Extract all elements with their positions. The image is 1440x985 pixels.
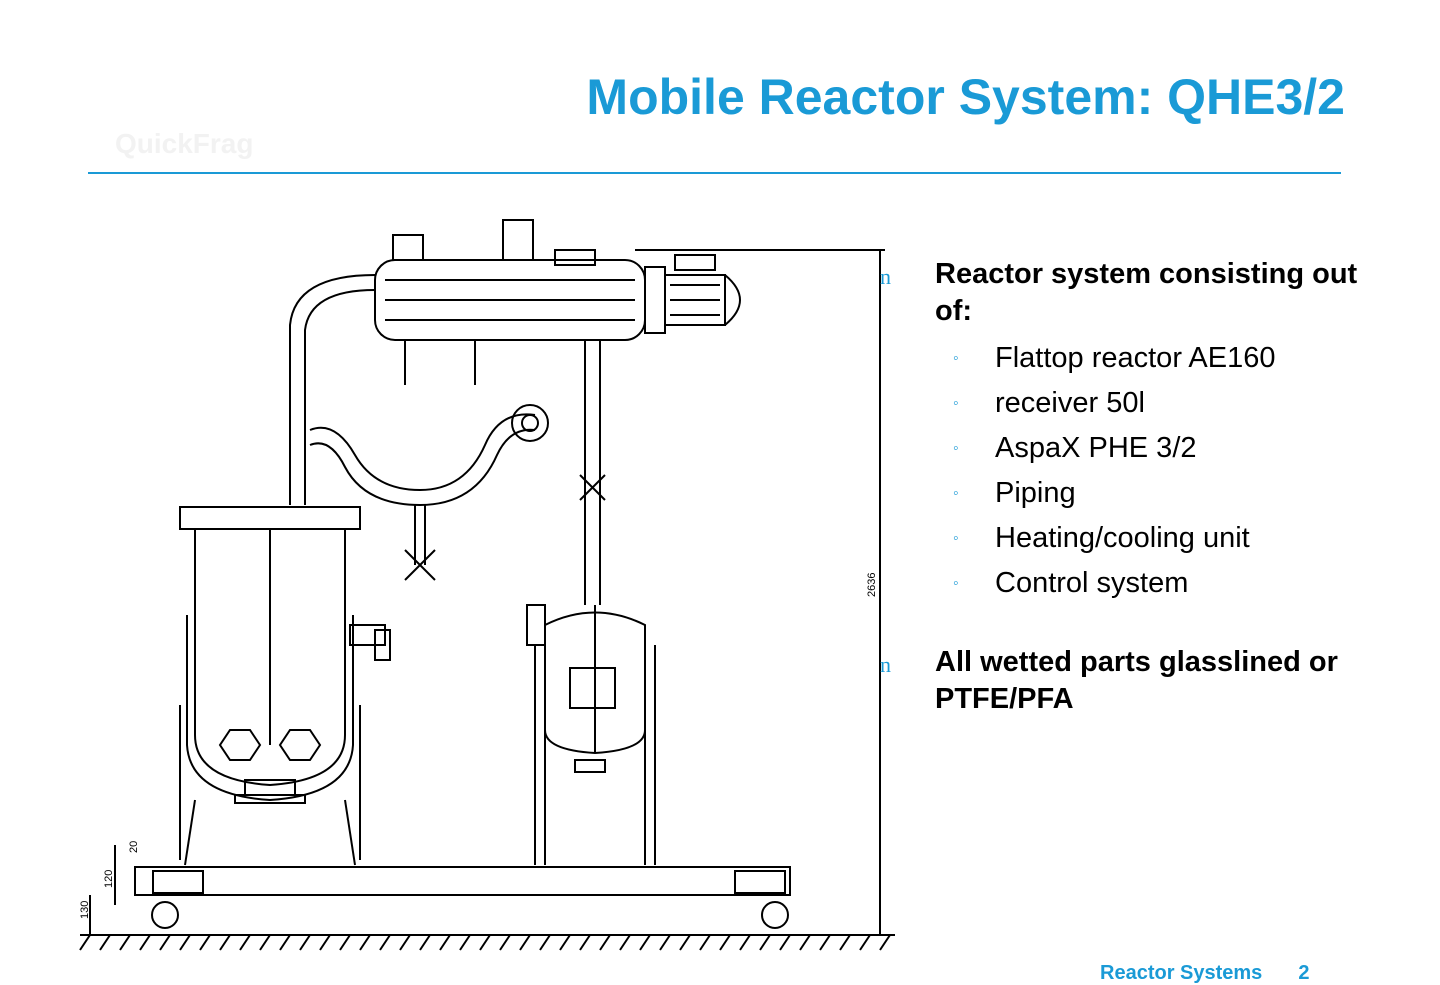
bullet-text: Reactor system consisting out of: (935, 258, 1358, 327)
bullet-wetted-parts: n All wetted parts glasslined or PTFE/PF… (880, 644, 1400, 718)
sub-bullet-text: Flattop reactor AE160 (995, 342, 1276, 374)
ground-hatching (79, 934, 895, 951)
receiver-vessel (526, 604, 656, 865)
slide-title: Mobile Reactor System: QHE3/2 (586, 69, 1345, 125)
left-dimensions (89, 845, 116, 935)
sub-bullet-item: ◦ receiver 50l (880, 381, 1400, 426)
heat-exchanger (374, 219, 741, 385)
reactor-vessel (179, 506, 391, 866)
sub-bullet-item: ◦ AspaX PHE 3/2 (880, 426, 1400, 471)
footer: Reactor Systems 2 (1100, 962, 1309, 985)
sub-bullet-marker: ◦ (953, 575, 959, 592)
dim-20: 20 (128, 841, 140, 853)
reactor-technical-drawing: 2636 20 120 130 (79, 219, 895, 951)
dim-130: 130 (79, 901, 91, 919)
bullet-marker: n (880, 652, 891, 677)
sub-bullet-marker: ◦ (953, 395, 959, 412)
sub-bullet-text: Heating/cooling unit (995, 522, 1250, 554)
height-dimension (635, 249, 885, 935)
dim-120: 120 (103, 870, 115, 888)
sub-bullet-item: ◦ Heating/cooling unit (880, 516, 1400, 561)
ghost-logo-text: QuickFrag (115, 128, 254, 159)
sub-bullet-item: ◦ Piping (880, 471, 1400, 516)
sub-bullet-text: Piping (995, 477, 1076, 509)
footer-label: Reactor Systems (1100, 962, 1263, 984)
dim-height-total: 2636 (866, 573, 878, 597)
bullet-list: n Reactor system consisting out of: ◦ Fla… (880, 256, 1400, 718)
title-divider (88, 172, 1341, 174)
piping (289, 274, 606, 605)
page-number: 2 (1298, 962, 1310, 984)
sub-bullet-marker: ◦ (953, 485, 959, 502)
sub-bullet-text: Control system (995, 567, 1189, 599)
sub-bullet-item: ◦ Flattop reactor AE160 (880, 336, 1400, 381)
bullet-reactor-system: n Reactor system consisting out of: (880, 256, 1400, 330)
sub-bullet-marker: ◦ (953, 350, 959, 367)
sub-bullet-text: receiver 50l (995, 387, 1145, 419)
bullet-text: All wetted parts glasslined or PTFE/PFA (935, 646, 1338, 715)
sub-bullet-marker: ◦ (953, 440, 959, 457)
sub-bullet-marker: ◦ (953, 530, 959, 547)
sub-bullet-list: ◦ Flattop reactor AE160 ◦ receiver 50l ◦ As… (880, 336, 1400, 606)
sub-bullet-text: AspaX PHE 3/2 (995, 432, 1197, 464)
sub-bullet-item: ◦ Control system (880, 561, 1400, 606)
base-frame (134, 866, 791, 929)
bullet-marker: n (880, 264, 891, 289)
